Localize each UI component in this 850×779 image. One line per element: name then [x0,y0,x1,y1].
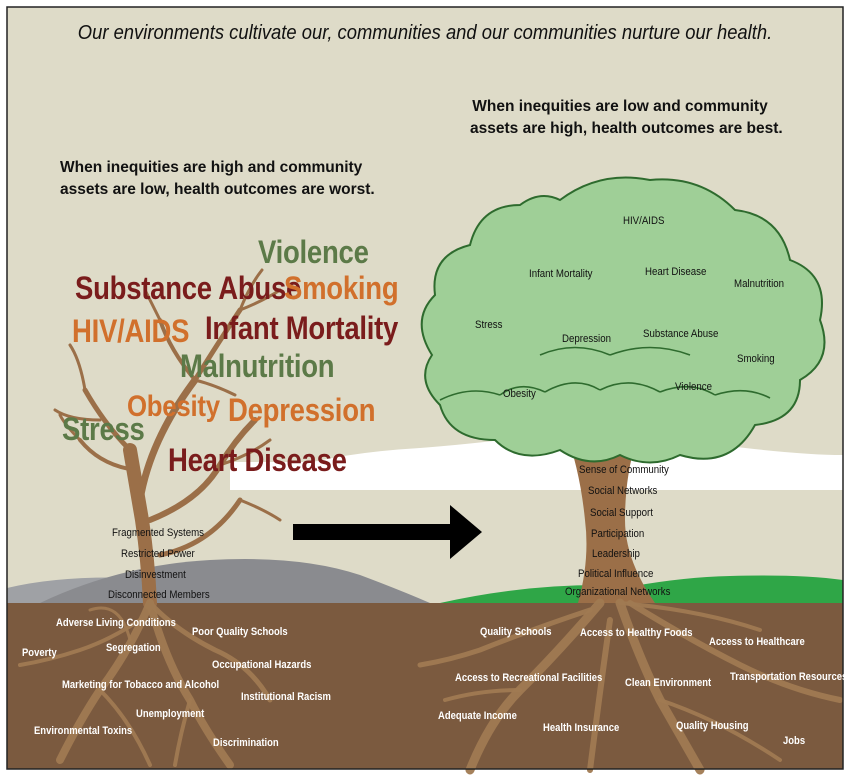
right-root-label: Jobs [783,735,806,747]
right-heading-line-1: When inequities are low and community [472,98,768,115]
left-outcome-depression: Depression [228,392,376,428]
soil [7,603,843,769]
right-trunk-label: Sense of Community [579,464,669,476]
right-outcome-heart-disease: Heart Disease [645,266,707,278]
right-root-label: Quality Housing [676,720,749,732]
left-heading: When inequities are high and community a… [60,157,375,201]
right-outcome-obesity: Obesity [503,388,536,400]
right-root-label: Transportation Resources [730,671,848,683]
left-root-label: Poor Quality Schools [192,626,288,638]
right-root-label: Health Insurance [543,722,620,734]
right-trunk-label: Political Influence [578,568,654,580]
left-root-label: Segregation [106,642,161,654]
right-root-label: Access to Healthcare [709,636,805,648]
page-title: Our environments cultivate our, communit… [77,22,773,44]
left-root-label: Unemployment [136,708,205,720]
right-outcome-substance-abuse: Substance Abuse [643,328,719,340]
left-trunk-label: Disconnected Members [108,589,210,601]
right-outcome-malnutrition: Malnutrition [734,278,785,290]
left-trunk-label: Fragmented Systems [112,527,205,539]
right-root-label: Adequate Income [438,710,517,722]
right-trunk-label: Social Networks [588,485,658,497]
left-outcome-hiv-aids: HIV/AIDS [72,313,190,349]
right-outcome-smoking: Smoking [737,353,775,365]
left-root-label: Adverse Living Conditions [56,617,176,629]
leafy-canopy [420,176,826,464]
bare-tree [53,268,282,610]
right-roots [417,598,843,775]
left-outcome-infant-mortality: Infant Mortality [205,310,399,346]
right-outcome-violence: Violence [675,381,712,393]
right-root-label: Clean Environment [625,677,712,689]
right-outcome-infant-mortality: Infant Mortality [529,268,593,280]
left-outcome-obesity: Obesity [127,390,220,423]
left-outcome-stress: Stress [62,411,145,447]
left-outcome-violence: Violence [258,234,369,270]
left-trunk-label: Restricted Power [121,548,195,560]
right-heading-line-2: assets are high, health outcomes are bes… [470,120,783,137]
right-outcome-hiv-aids: HIV/AIDS [623,215,665,227]
right-root-label: Access to Healthy Foods [580,627,693,639]
right-outcome-depression: Depression [562,333,611,345]
arrow [293,505,482,559]
canopy-lobes [439,346,771,401]
left-trunk-label: Disinvestment [125,569,186,581]
right-trunk-label: Social Support [590,507,653,519]
left-root-label: Discrimination [213,737,279,749]
left-root-label: Poverty [22,647,57,659]
left-outcome-substance-abuse: Substance Abuse [75,270,302,306]
left-outcome-heart-disease: Heart Disease [168,442,347,478]
right-root-label: Access to Recreational Facilities [455,672,603,684]
right-trunk-label: Organizational Networks [565,586,671,598]
gray-hill [40,559,430,603]
left-roots [18,599,273,769]
left-root-label: Marketing for Tobacco and Alcohol [62,679,220,691]
right-trunk-label: Participation [591,528,645,540]
right-outcome-stress: Stress [475,319,503,331]
left-outcome-malnutrition: Malnutrition [180,348,335,384]
right-root-label: Quality Schools [480,626,552,638]
left-root-label: Occupational Hazards [212,659,312,671]
left-root-label: Environmental Toxins [34,725,133,737]
right-trunk-label: Leadership [592,548,640,560]
frame [6,6,844,770]
left-root-label: Institutional Racism [241,691,331,703]
left-heading-line-1: When inequities are high and community [60,159,363,176]
left-outcome-smoking: Smoking [284,270,399,306]
right-heading: When inequities are low and community as… [470,96,783,140]
left-heading-line-2: assets are low, health outcomes are wors… [60,181,375,198]
